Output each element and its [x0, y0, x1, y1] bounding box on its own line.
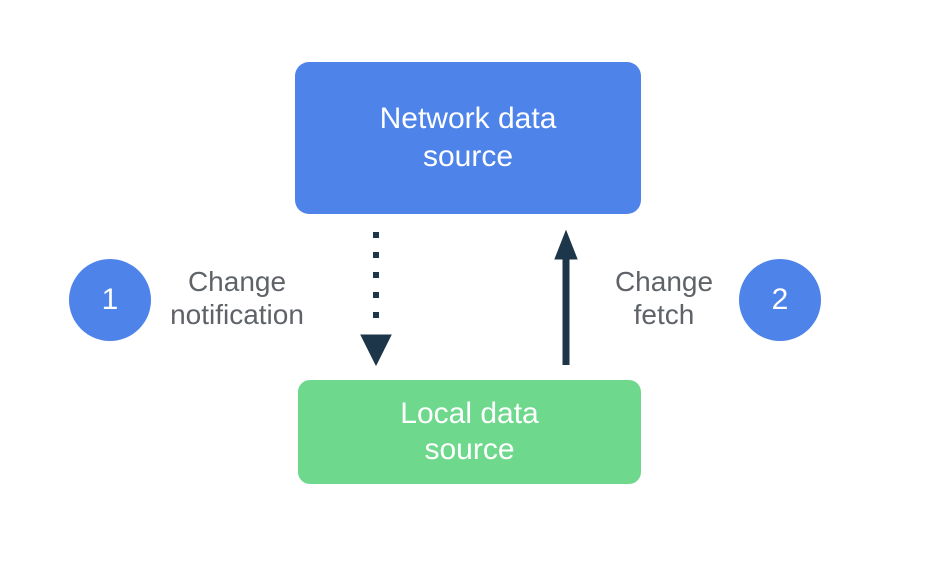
change-notification-label-line1: Change [187, 266, 287, 297]
local-node-label-line1: Local data [400, 397, 539, 430]
network-data-source-node: Network data source [295, 62, 641, 214]
step-1-number: 1 [101, 283, 119, 316]
step-2-number: 2 [771, 283, 789, 316]
local-node-label-line2: source [424, 433, 515, 466]
step-1-badge: 1 [69, 259, 151, 341]
change-notification-arrow [360, 232, 392, 367]
network-node-label-line1: Network data [379, 102, 557, 135]
change-fetch-label: Change fetch [554, 265, 774, 331]
network-node-label-line2: source [422, 140, 514, 173]
step-2-badge: 2 [739, 259, 821, 341]
up-arrowhead-icon [554, 229, 578, 260]
local-data-source-node: Local data source [298, 380, 641, 484]
change-fetch-label-line2: fetch [633, 299, 695, 330]
change-notification-label-line2: notification [170, 299, 304, 330]
down-arrowhead-icon [360, 334, 392, 367]
change-fetch-label-line1: Change [614, 266, 714, 297]
change-notification-label: Change notification [127, 265, 347, 331]
